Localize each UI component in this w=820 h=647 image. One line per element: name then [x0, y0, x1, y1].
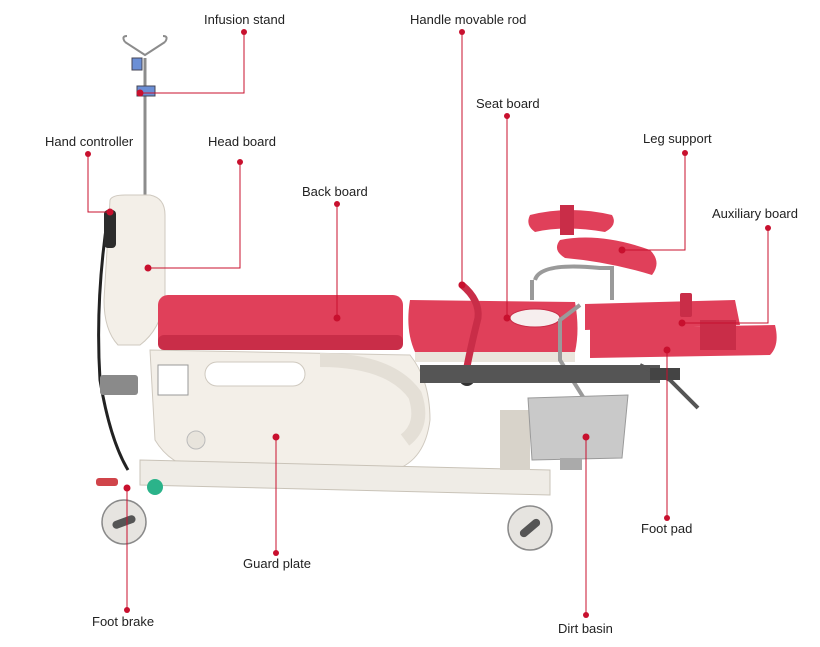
label-foot-pad: Foot pad	[641, 521, 693, 536]
guard-plate	[149, 349, 431, 471]
head-board	[100, 194, 166, 395]
label-head-board: Head board	[208, 134, 276, 149]
label-hand-controller: Hand controller	[45, 134, 134, 149]
wheel-rear	[507, 505, 553, 551]
leader-lines	[85, 29, 771, 618]
leg-support	[528, 205, 657, 300]
label-seat-board: Seat board	[476, 96, 540, 111]
label-dirt-basin: Dirt basin	[558, 621, 613, 636]
label-back-board: Back board	[302, 184, 368, 199]
label-handle-movable-rod: Handle movable rod	[410, 12, 527, 27]
label-foot-brake: Foot brake	[92, 614, 155, 629]
wheel-front	[101, 499, 147, 545]
hand-controller	[104, 210, 116, 248]
infusion-stand	[122, 35, 168, 205]
dirt-basin	[527, 394, 629, 470]
seat-board	[408, 300, 578, 362]
label-leg-support: Leg support	[643, 131, 712, 146]
label-auxiliary-board: Auxiliary board	[712, 206, 798, 221]
label-guard-plate: Guard plate	[243, 556, 311, 571]
label-infusion-stand: Infusion stand	[204, 12, 285, 27]
foot-pad	[639, 363, 700, 410]
foot-brake	[96, 478, 163, 495]
